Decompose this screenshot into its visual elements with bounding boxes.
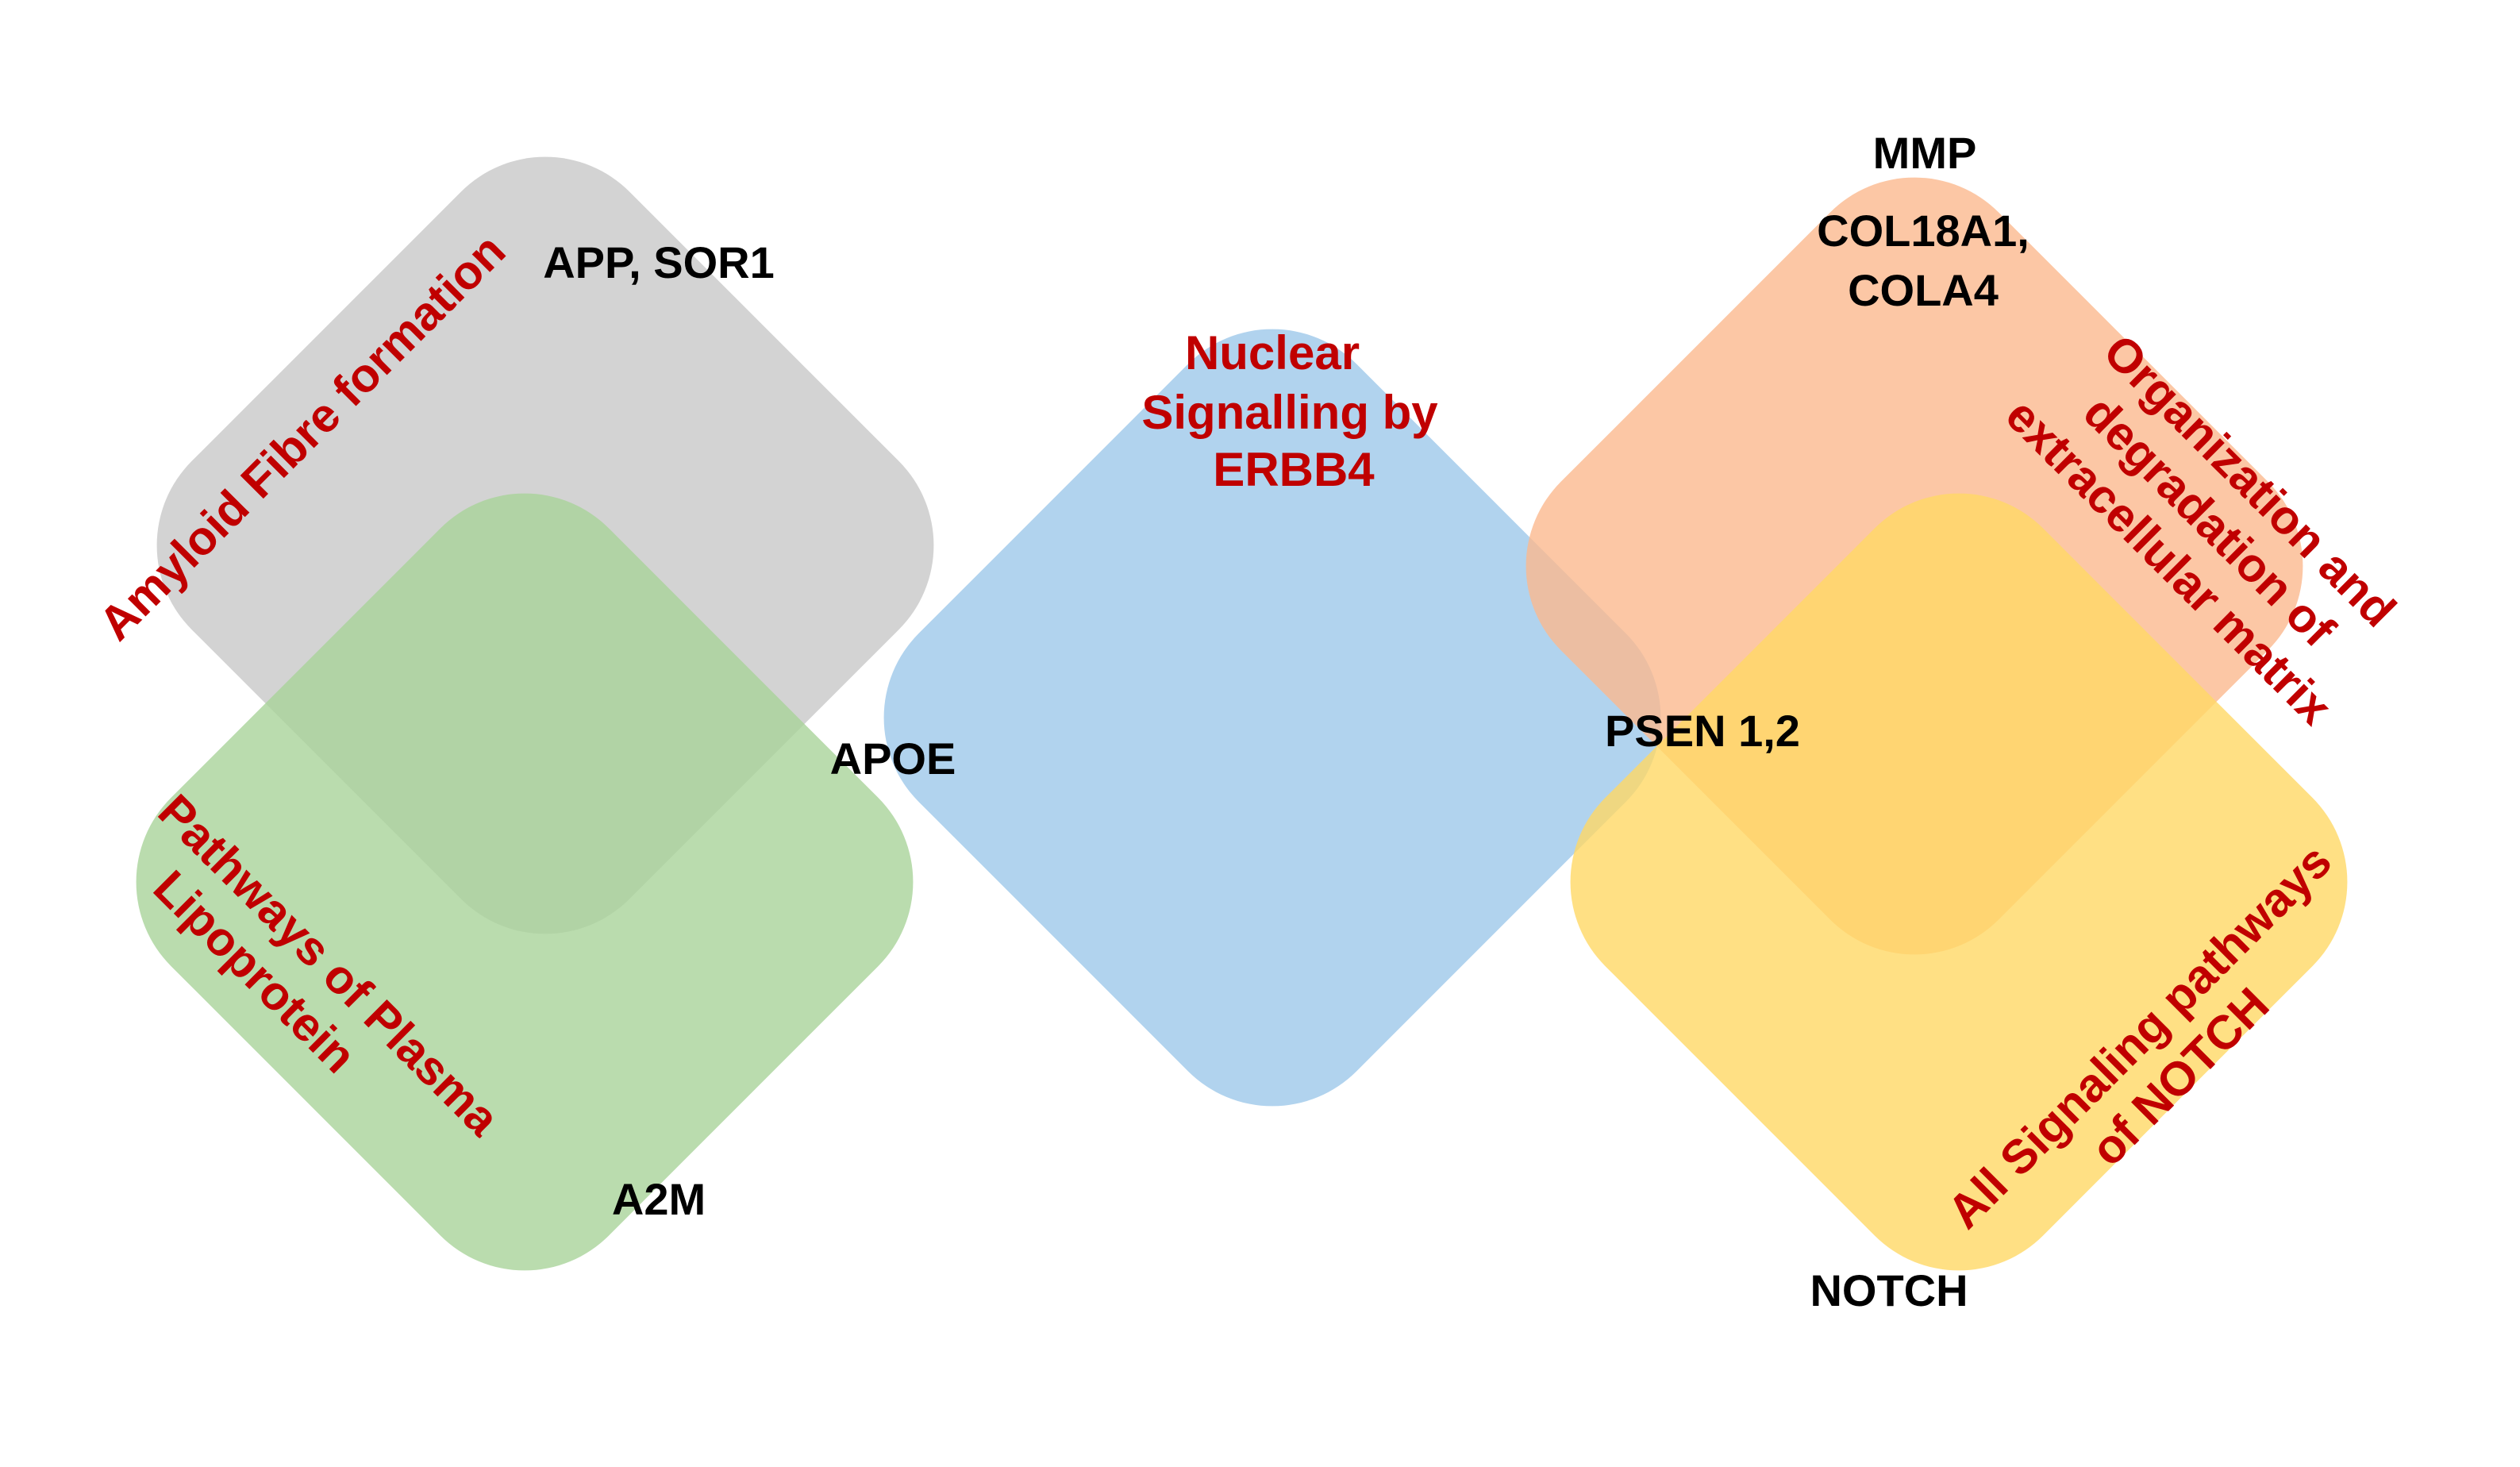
gene-label-a2m: A2M [612,1174,706,1224]
pathway-label-erbb4-line2: Signalling by [1141,386,1438,439]
set-notch-signaling [1570,493,2348,1271]
gene-label-psen: PSEN 1,2 [1605,706,1800,756]
set-plasma-lipoprotein [136,493,914,1271]
pathway-label-erbb4-line3: ERBB4 [1213,443,1375,496]
gene-label-apoe: APOE [830,734,956,784]
gene-label-col-line2: COLA4 [1848,265,1999,315]
gene-label-mmp: MMP [1873,128,1977,178]
set-nuclear-signalling-erbb4 [883,329,1661,1107]
gene-label-notch: NOTCH [1810,1265,1968,1315]
pathway-label-erbb4-line1: Nuclear [1185,326,1360,379]
gene-label-app-sor1: APP, SOR1 [543,237,775,287]
gene-label-col-line1: COL18A1, [1817,206,2029,256]
gene-labels: APP, SOR1 APOE A2M MMP COL18A1, COLA4 PS… [543,128,2029,1315]
pathway-label-erbb4: Nuclear Signalling by ERBB4 [1141,326,1438,496]
set-shapes [136,156,2348,1271]
